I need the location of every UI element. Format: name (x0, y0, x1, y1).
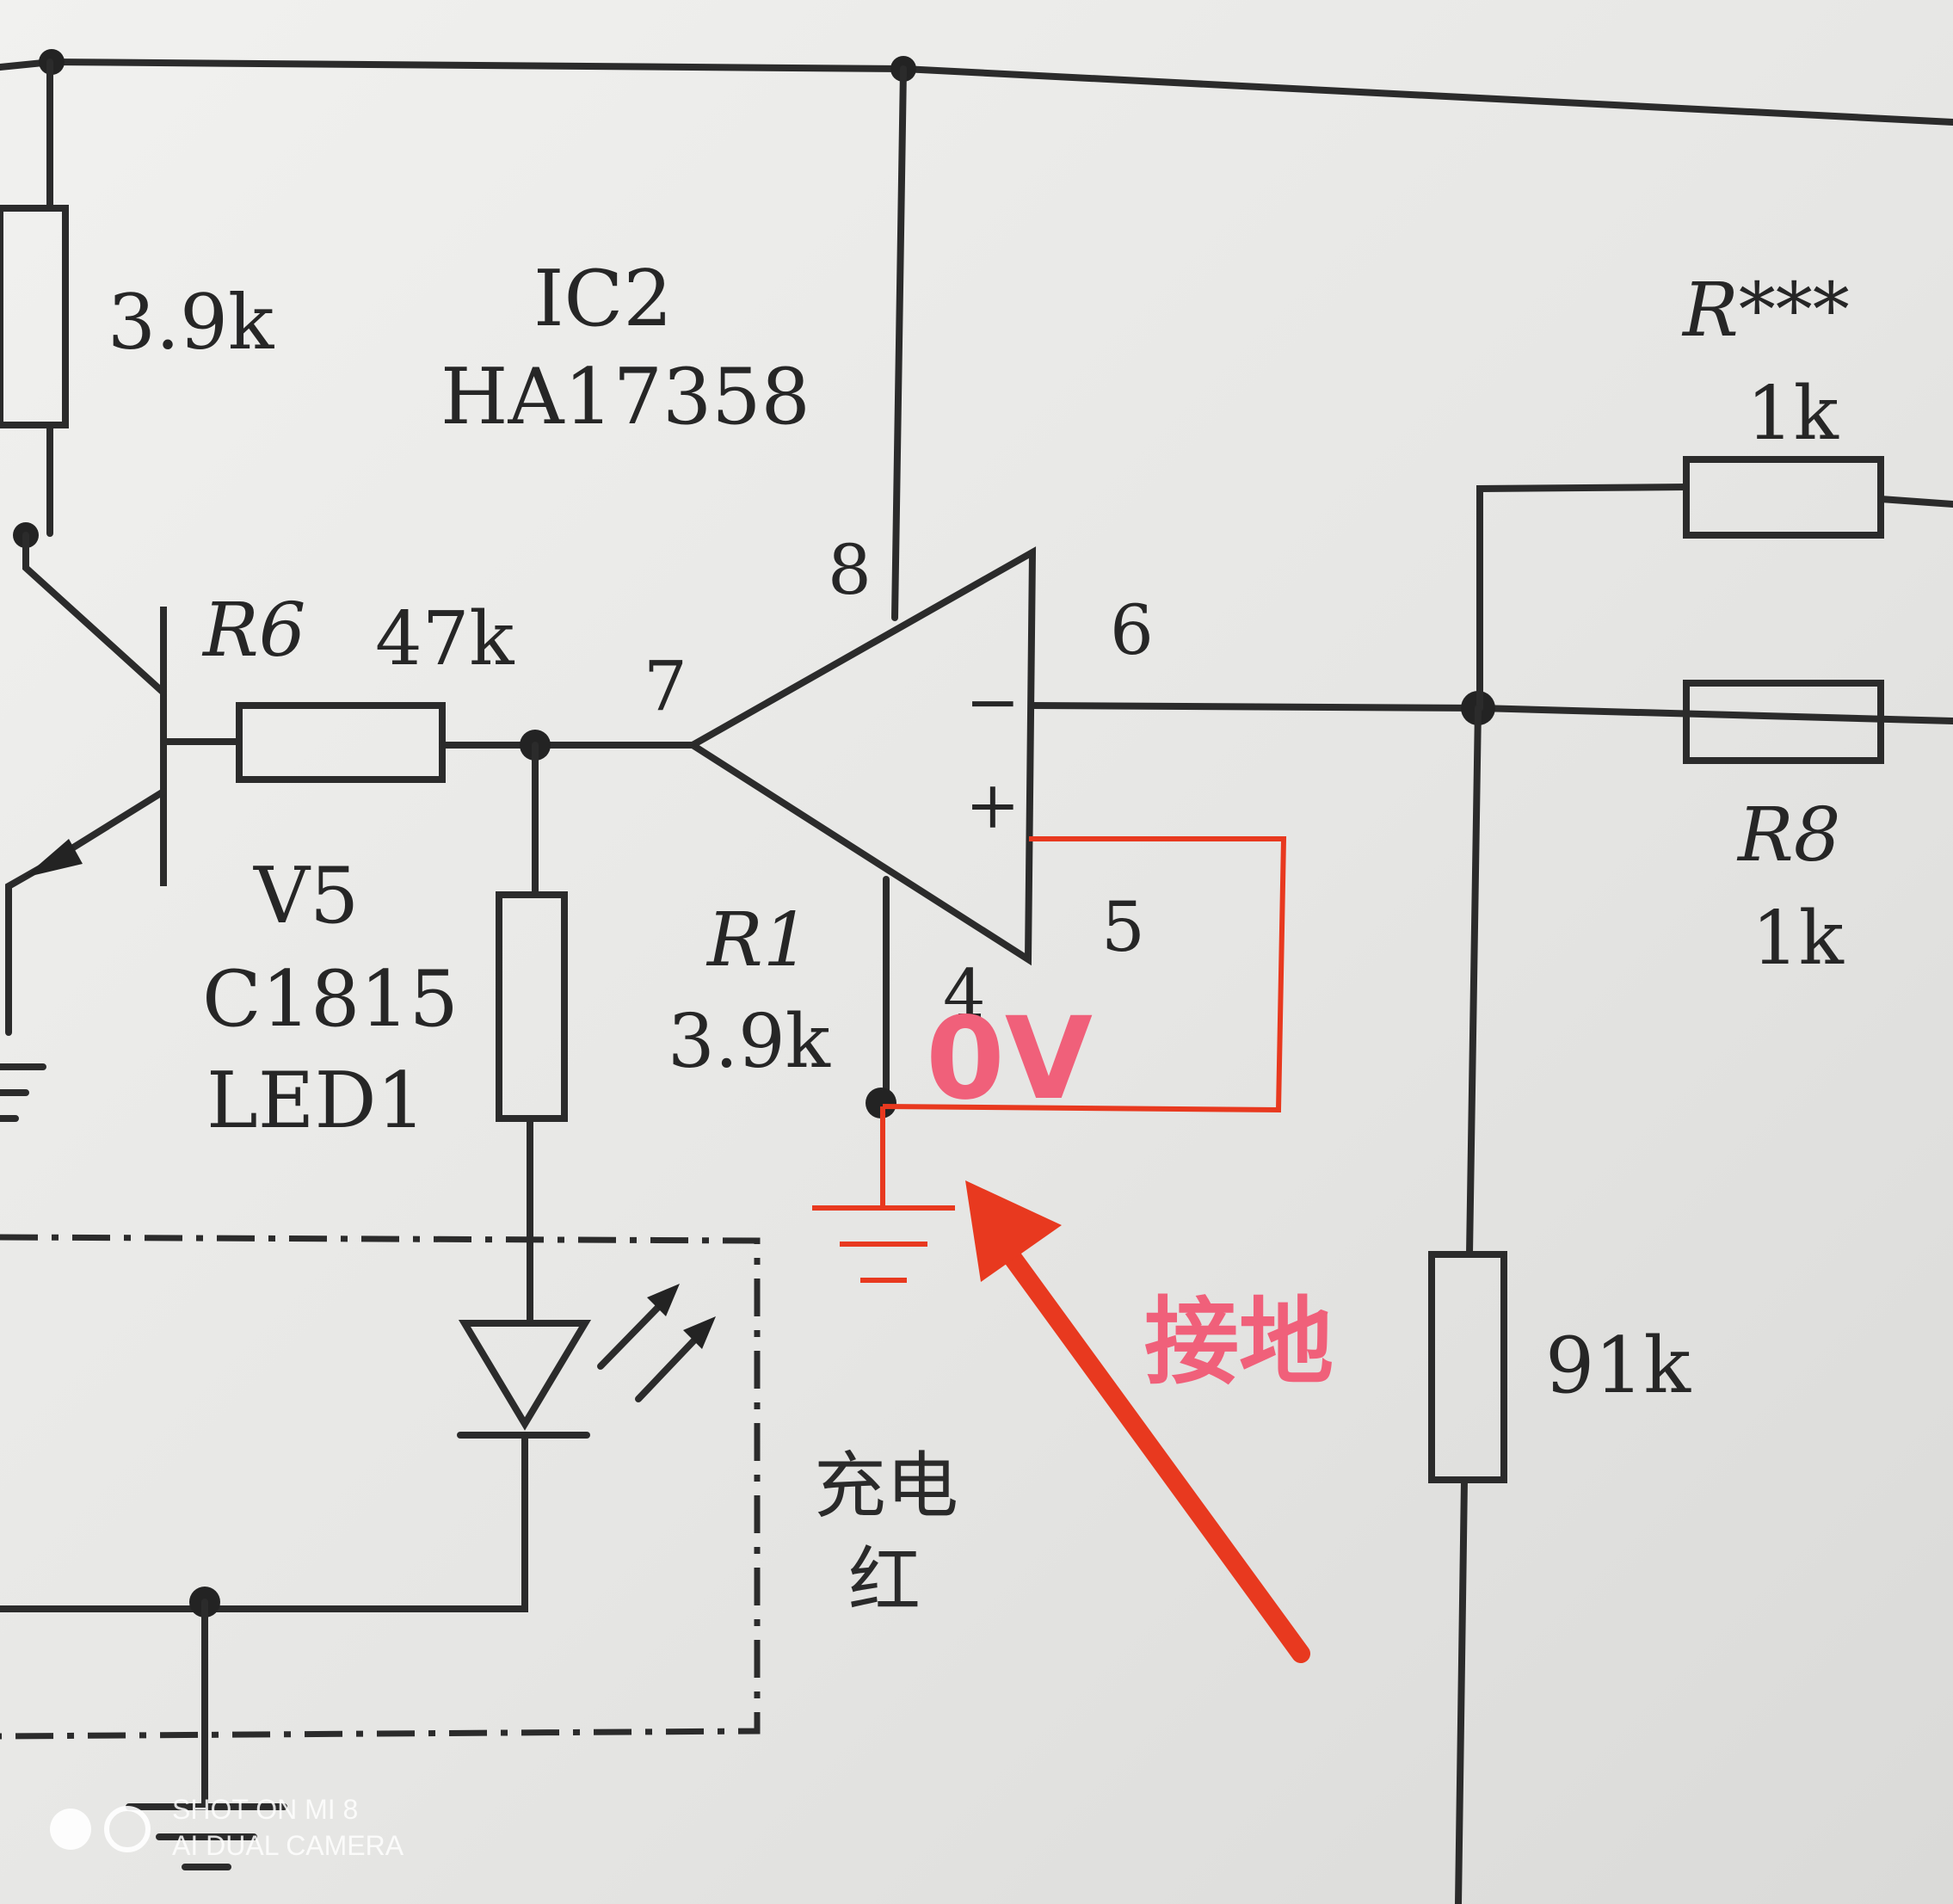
label-charge-red: 红 (848, 1538, 921, 1623)
label-r-top-left: 3.9k (108, 278, 274, 367)
transistor-emitter (5, 788, 167, 1036)
label-pin7: 7 (644, 646, 687, 726)
opamp-triangle (686, 546, 1037, 966)
annotation-zero-volt: 0V (926, 993, 1093, 1125)
label-r1: R1 (705, 897, 810, 983)
watermark-line2: AI DUAL CAMERA (172, 1830, 404, 1861)
bottom-ground-symbol (126, 1803, 287, 1870)
label-r-star-value: 1k (1747, 371, 1839, 457)
watermark-ring-icon (104, 1806, 151, 1852)
top-rail-wire (0, 58, 1953, 126)
red-ground-symbol (812, 1205, 955, 1283)
r91k-top-wire (1466, 705, 1482, 1258)
red-pin5-wire (882, 836, 1287, 1113)
pin8-wire (891, 65, 907, 621)
label-minus-input: − (965, 663, 1020, 740)
transistor-collector (22, 532, 167, 696)
label-r6-value: 47k (375, 596, 514, 682)
label-pin5: 5 (1101, 887, 1145, 967)
label-pin8: 8 (828, 530, 872, 610)
label-r6: R6 (201, 588, 305, 674)
label-ic2: IC2 (533, 254, 673, 344)
red-arrowhead-icon (965, 1180, 1062, 1282)
emitter-arrow (24, 839, 83, 878)
r91k-bottom-wire (1455, 1476, 1468, 1904)
r-star-left-wire (1476, 484, 1690, 712)
led-arrowhead-1 (647, 1284, 680, 1316)
label-plus-input: + (965, 767, 1020, 843)
label-r8: R8 (1736, 792, 1840, 878)
label-led1: LED1 (206, 1056, 426, 1146)
red-arrow-icon (1001, 1245, 1310, 1663)
dashed-boundary (0, 1234, 761, 1740)
label-pin6: 6 (1110, 590, 1154, 670)
label-pin4: 4 (943, 956, 986, 1033)
r-star-right-wire (1877, 496, 1953, 508)
label-r-star: R*** (1681, 268, 1850, 354)
resistor-r-star (1683, 456, 1884, 539)
junction-pin4 (866, 1088, 896, 1118)
watermark-line1: SHOT ON MI 8 (172, 1794, 358, 1825)
label-charge: 充电 (814, 1444, 958, 1528)
resistor-91k (1428, 1251, 1507, 1483)
label-r1-value: 3.9k (668, 999, 831, 1085)
resistor-r8 (1683, 680, 1884, 764)
label-v5: V5 (253, 851, 359, 941)
left-ground-stub (0, 1063, 46, 1122)
watermark-dot-icon (50, 1808, 91, 1850)
label-91k: 91k (1545, 1321, 1692, 1411)
label-r8-value: 1k (1752, 896, 1845, 982)
resistor-r6 (236, 702, 446, 783)
annotation-ground-note: 接地 (1144, 1287, 1334, 1397)
led-triangle (458, 1320, 592, 1431)
resistor-r1 (496, 891, 568, 1122)
label-ic2-part: HA17358 (441, 352, 810, 442)
resistor-top-left (0, 205, 69, 428)
label-v5-part: C1815 (202, 954, 459, 1044)
led-bottom-wire (0, 1432, 528, 1612)
led-arrowhead-2 (683, 1316, 716, 1349)
